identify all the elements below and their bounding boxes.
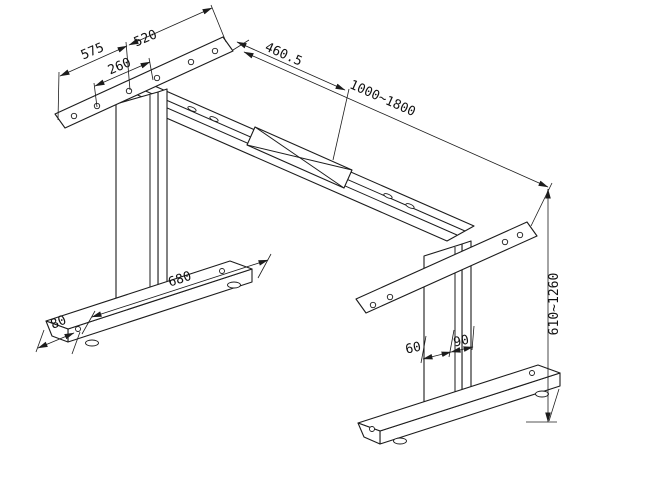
left-leg-column — [115, 88, 168, 313]
dimension-foot-group — [35, 253, 272, 355]
plate-hole — [386, 293, 394, 301]
right-foot-leveler — [535, 390, 549, 398]
beam-slot — [187, 106, 197, 112]
beam-slot — [209, 116, 219, 122]
left-foot-bolt — [75, 326, 81, 332]
crossbeam — [122, 83, 475, 242]
plate-hole — [501, 238, 509, 246]
dim-label-height-range: 610~1260 — [547, 273, 562, 336]
dim-line-260 — [94, 61, 151, 87]
dimension-plate-group — [57, 4, 227, 121]
left-foot-leveler — [85, 339, 99, 347]
plate-hole — [70, 112, 78, 120]
right-foot-leveler — [393, 437, 407, 445]
dim-line-1000-1800 — [243, 51, 549, 188]
dim-line-680 — [91, 259, 269, 318]
left-foot-bolt — [219, 268, 225, 274]
plate-hole — [211, 47, 219, 55]
right-foot — [357, 364, 561, 445]
right-foot-bolt — [369, 426, 375, 432]
plate-hole — [187, 58, 195, 66]
dim-line-520 — [128, 7, 213, 46]
beam-slot — [383, 193, 393, 199]
right-top-plate-face — [355, 221, 538, 314]
right-top-plate — [355, 221, 538, 314]
left-foot-leveler — [227, 281, 241, 289]
dim-line-575 — [59, 45, 128, 77]
dim-label-beam-half-length: 460.5 — [262, 40, 304, 70]
plate-hole — [153, 74, 161, 82]
dimension-beam-group — [232, 39, 553, 227]
dim-line-90 — [450, 346, 474, 353]
right-foot-bolt — [529, 370, 535, 376]
dimension-height-group — [526, 188, 560, 423]
beam-slot — [405, 203, 415, 209]
dim-line-80 — [37, 332, 75, 349]
plate-hole — [516, 231, 524, 239]
plate-hole — [369, 301, 377, 309]
left-leg-side-face — [157, 88, 168, 300]
left-leg-front-face — [115, 91, 159, 313]
dim-label-plate-inner-holes: 260 — [106, 55, 133, 78]
dim-label-column-depth: 90 — [452, 333, 470, 351]
dim-label-foot-length: 680 — [166, 269, 193, 291]
dim-label-column-width: 60 — [404, 340, 422, 358]
dim-label-plate-span: 575 — [79, 40, 106, 63]
dim-line-60 — [422, 351, 452, 360]
dim-label-plate-outer-holes: 520 — [132, 27, 159, 50]
dimension-column-group — [420, 325, 475, 364]
dim-label-foot-width: 80 — [48, 313, 68, 333]
plate-hole — [125, 87, 133, 95]
